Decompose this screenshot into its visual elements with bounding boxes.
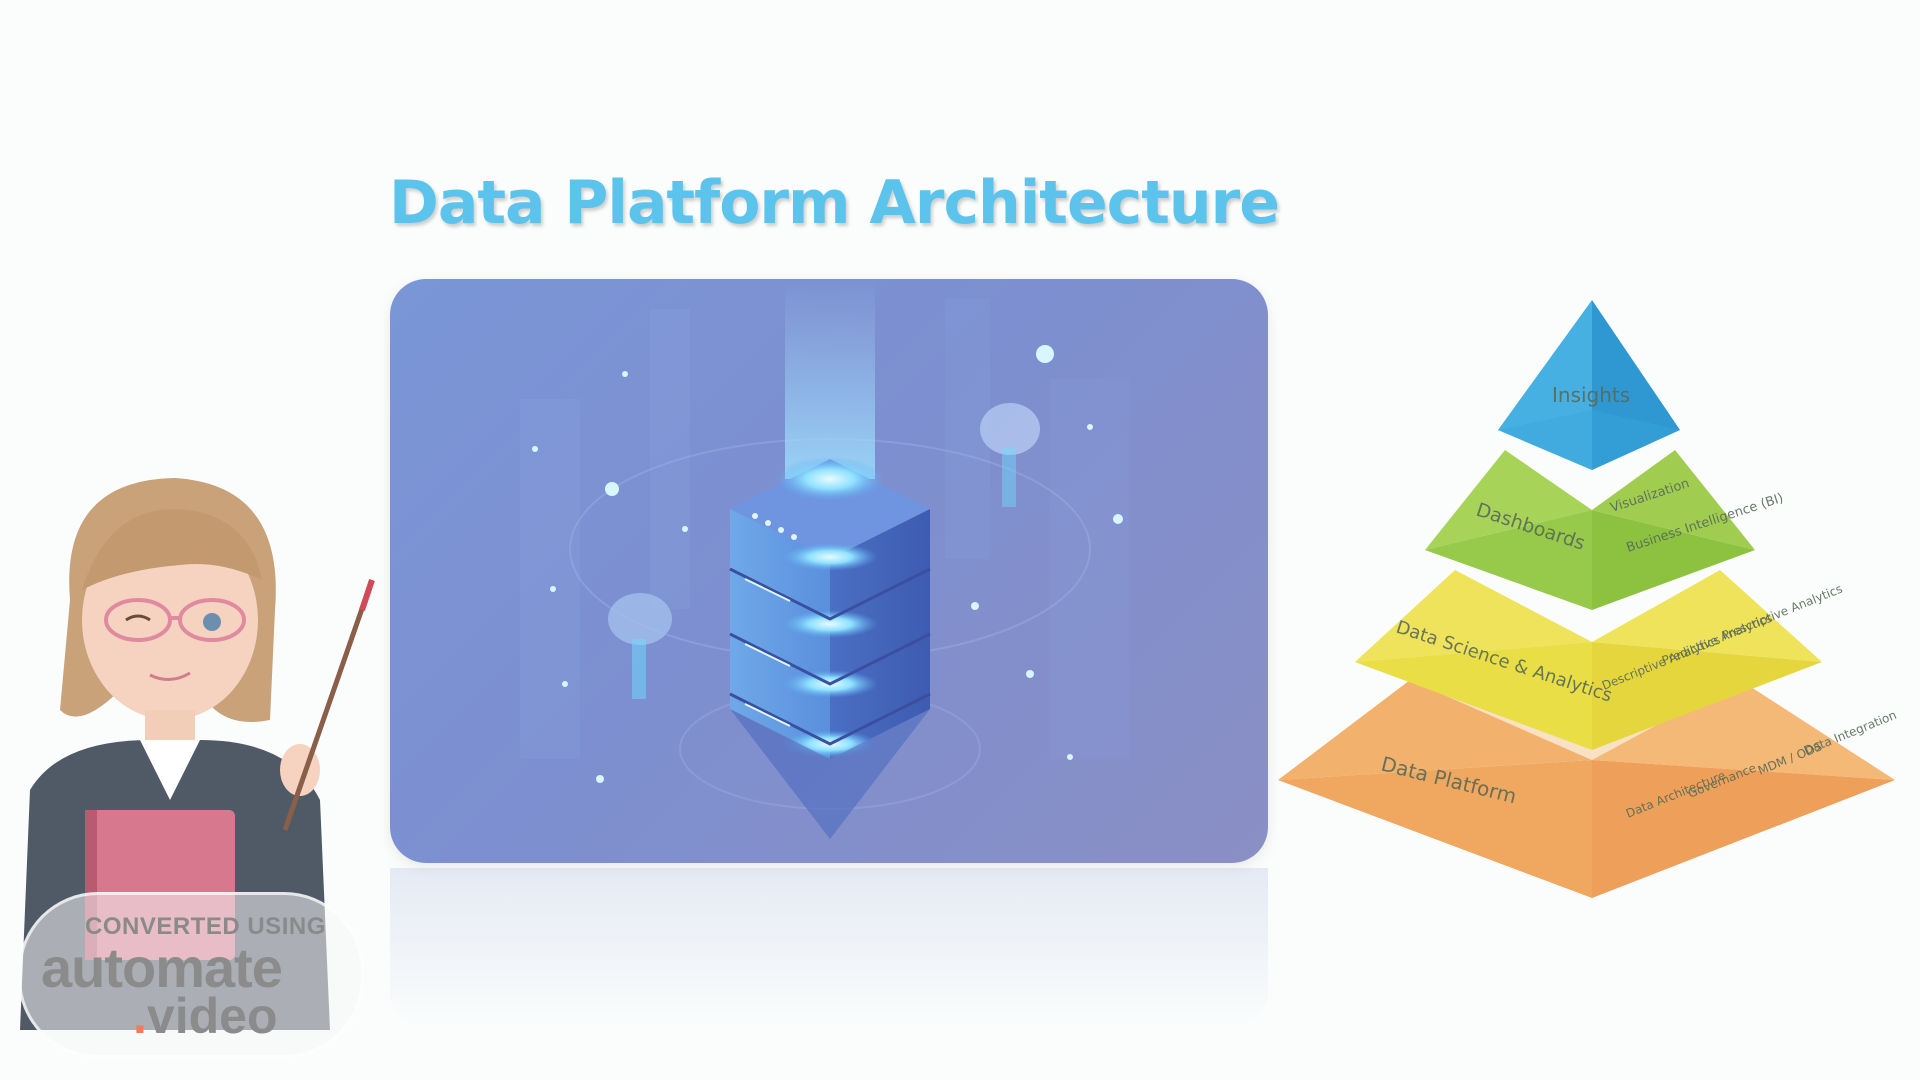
slide-title: Data Platform Architecture	[389, 168, 1280, 238]
watermark-line2: automate	[41, 936, 283, 999]
pyramid-level-name: Insights	[1552, 383, 1630, 407]
watermark-line3-text: video	[146, 988, 278, 1044]
watermark-badge: CONVERTED USING automate .video	[18, 892, 364, 1058]
watermark-line1: CONVERTED USING	[85, 913, 326, 940]
hero-reflection	[390, 868, 1268, 1028]
watermark-dot: .	[133, 988, 147, 1044]
pyramid-level-data-science: Data Science & Analytics Descriptive Ana…	[1355, 570, 1844, 750]
pyramid-diagram: Data Platform Data Architecture Governan…	[1278, 300, 1899, 898]
hero-image	[390, 279, 1268, 863]
pyramid-level-dashboards: Dashboards Visualization Business Intell…	[1425, 450, 1785, 610]
watermark-line3: .video	[133, 987, 278, 1045]
pyramid-level-insights: Insights	[1498, 300, 1680, 470]
server-stack-illustration-icon	[520, 279, 1130, 839]
